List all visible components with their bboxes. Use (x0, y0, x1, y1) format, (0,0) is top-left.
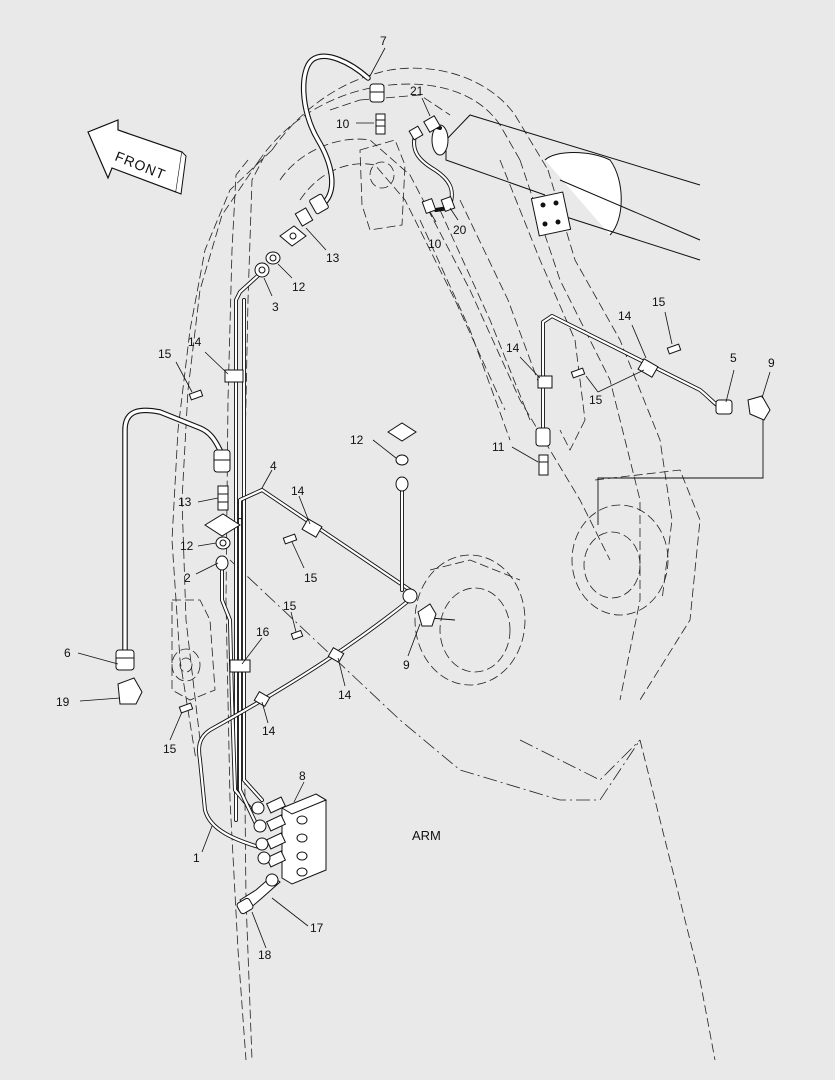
connector-13-left (217, 485, 229, 511)
plate-right (387, 422, 417, 442)
callout-15-right-a: 15 (652, 295, 666, 309)
elbow-19 (117, 677, 143, 705)
callout-15-lower: 15 (283, 599, 297, 613)
callout-11: 11 (492, 440, 505, 454)
callout-15-mid: 15 (304, 571, 318, 585)
callout-13-top: 13 (326, 251, 340, 265)
clamp-14-mid (301, 518, 323, 538)
callout-13-left: 13 (178, 495, 192, 509)
callout-14-mid: 14 (291, 484, 305, 498)
bolt-15-mid (282, 533, 298, 545)
callout-18: 18 (258, 948, 272, 962)
bolt-15-right-b (570, 367, 586, 379)
callout-7: 7 (380, 34, 387, 48)
plate-13-left (204, 513, 241, 537)
callout-14-lower-right: 14 (338, 688, 352, 702)
pipe-end-vertical (395, 476, 409, 492)
hose-fitting-7 (369, 83, 385, 103)
elbow-9-mid (417, 603, 437, 627)
callout-12-right: 12 (350, 433, 364, 447)
callout-15-upper: 15 (158, 347, 172, 361)
arm-cylinder (431, 114, 701, 261)
bolt-15-lower (290, 629, 304, 641)
callout-3: 3 (272, 300, 279, 314)
pipe-end-5 (715, 399, 733, 415)
connector-13-top (294, 207, 314, 227)
callout-14-right-b: 14 (618, 309, 632, 323)
clamp-14-upper (224, 369, 244, 383)
callout-5: 5 (730, 351, 737, 365)
fitting-21 (423, 115, 441, 133)
callout-10-lower: 10 (428, 237, 442, 251)
clamp-14-right-b (637, 358, 659, 378)
callout-19: 19 (56, 695, 70, 709)
arm-label: ARM (412, 828, 441, 843)
elbow-9-right (747, 395, 771, 421)
callout-21: 21 (410, 84, 424, 98)
callout-9-mid: 9 (403, 658, 410, 672)
front-direction-arrow: FRONT (87, 119, 187, 195)
callout-1: 1 (193, 851, 200, 865)
leader-lines (77, 47, 771, 949)
hoses (122, 53, 371, 658)
adapter-11 (538, 454, 549, 476)
bolt-15-left (178, 702, 194, 714)
callout-8: 8 (299, 769, 306, 783)
hose-end-6 (115, 649, 135, 671)
adapter-10-lower (421, 198, 437, 214)
callout-6: 6 (64, 646, 71, 660)
clamp-14-right-a (537, 375, 553, 389)
callout-17: 17 (310, 921, 324, 935)
callout-9-right: 9 (768, 356, 775, 370)
bolt-15-upper (188, 389, 204, 401)
bolt-15-right-a (666, 343, 682, 355)
pipe-end-2 (215, 555, 229, 571)
nut-12-right (395, 454, 409, 466)
callout-20: 20 (453, 223, 467, 237)
manifold-block-8 (265, 793, 328, 885)
hose-end-left (213, 449, 231, 473)
callout-14-lower-left: 14 (262, 724, 276, 738)
callout-12-left: 12 (180, 539, 194, 553)
callout-12-top: 12 (292, 280, 306, 294)
pipe-elbow-joint (402, 588, 418, 604)
clamp-16 (229, 659, 251, 673)
clamp-14-lower-right (327, 646, 345, 664)
callout-2: 2 (184, 571, 191, 585)
callout-16: 16 (256, 625, 270, 639)
callout-4: 4 (270, 459, 277, 473)
arm-outline (171, 67, 716, 1061)
callout-10-top: 10 (336, 117, 350, 131)
callout-14-upper: 14 (188, 335, 202, 349)
callout-15-left: 15 (163, 742, 177, 756)
fittings (115, 83, 771, 915)
callout-14-right-a: 14 (506, 341, 520, 355)
fitting-20 (440, 196, 456, 212)
clamp-14-lower-left (253, 690, 271, 708)
pipe-end-11 (535, 427, 551, 447)
adapter-10-top (375, 113, 386, 135)
callout-labels: 7 21 10 10 20 13 12 3 15 14 14 14 5 9 15… (56, 34, 775, 962)
fitting-17-18 (236, 873, 281, 915)
callout-15-right-b: 15 (589, 393, 603, 407)
